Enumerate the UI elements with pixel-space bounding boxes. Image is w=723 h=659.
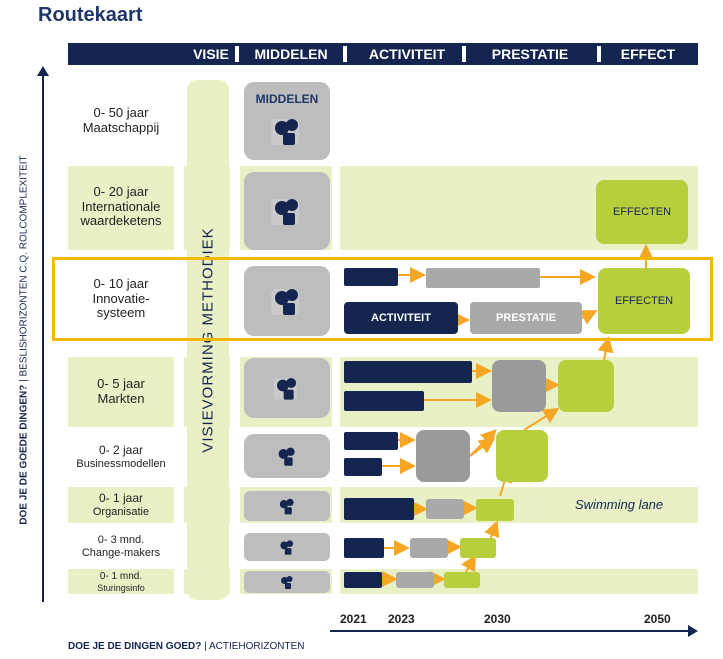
middelen-label: MIDDELEN [255,92,319,106]
activity-bar [344,498,414,520]
effect-bar [476,499,514,521]
x-axis-arrow-icon [688,625,698,637]
header-separator [235,46,239,62]
year-tick: 2050 [644,612,671,626]
activiteit-box: ACTIVITEIT [344,302,458,334]
resources-icon [244,276,330,326]
header-separator [343,46,347,62]
header-separator [597,46,601,62]
header-middelen: MIDDELEN [254,46,328,62]
performance-box [416,430,470,482]
performance-box [492,360,546,412]
performance-bar [426,268,540,288]
activity-bar [344,268,398,286]
header-effect: EFFECT [620,46,676,62]
activity-bar [344,432,398,450]
header-activiteit: ACTIVITEIT [368,46,446,62]
resources-icon [244,494,330,518]
activity-bar [344,538,384,558]
y-axis-arrow-icon [37,66,49,76]
swimming-lane-label: Swimming lane [575,497,664,512]
effect-box [558,360,614,412]
band-gap [332,160,340,600]
y-axis-line [42,72,44,602]
performance-bar [410,538,448,558]
x-axis-line [330,630,690,632]
resources-icon [244,186,330,236]
year-tick: 2021 [340,612,367,626]
header-separator [462,46,466,62]
effect-bar [444,572,480,588]
page-title: Routekaart [38,4,143,26]
band-waardeketens [68,166,698,250]
activity-bar [344,458,382,476]
band-gap [174,160,184,600]
performance-bar [396,572,434,588]
row-label-sturingsinfo: 0- 1 mnd.Sturingsinfo [97,571,145,593]
resources-icon [244,366,330,410]
effect-bar [460,538,496,558]
resources-icon [244,535,330,559]
resources-icon [244,108,330,154]
activity-bar [344,361,472,383]
x-axis-label: DOE JE DE DINGEN GOED? | ACTIEHORIZONTEN [68,641,305,652]
resources-icon [244,572,330,592]
performance-bar [426,499,464,519]
header-bar [68,43,698,65]
activity-bar [344,572,382,588]
header-visie: VISIE [193,46,229,62]
activity-bar [344,391,424,411]
resources-icon [244,440,330,472]
effecten-box-mid: EFFECTEN [598,268,690,334]
row-label-changemakers: 0- 3 mnd.Change-makers [81,534,161,559]
highlight-frame [52,257,713,341]
band-gap [230,160,240,600]
year-tick: 2023 [388,612,415,626]
prestatie-box: PRESTATIE [470,302,582,334]
effecten-box-top: EFFECTEN [596,180,688,244]
effect-box [496,430,548,482]
year-tick: 2030 [484,612,511,626]
header-prestatie: PRESTATIE [491,46,569,62]
